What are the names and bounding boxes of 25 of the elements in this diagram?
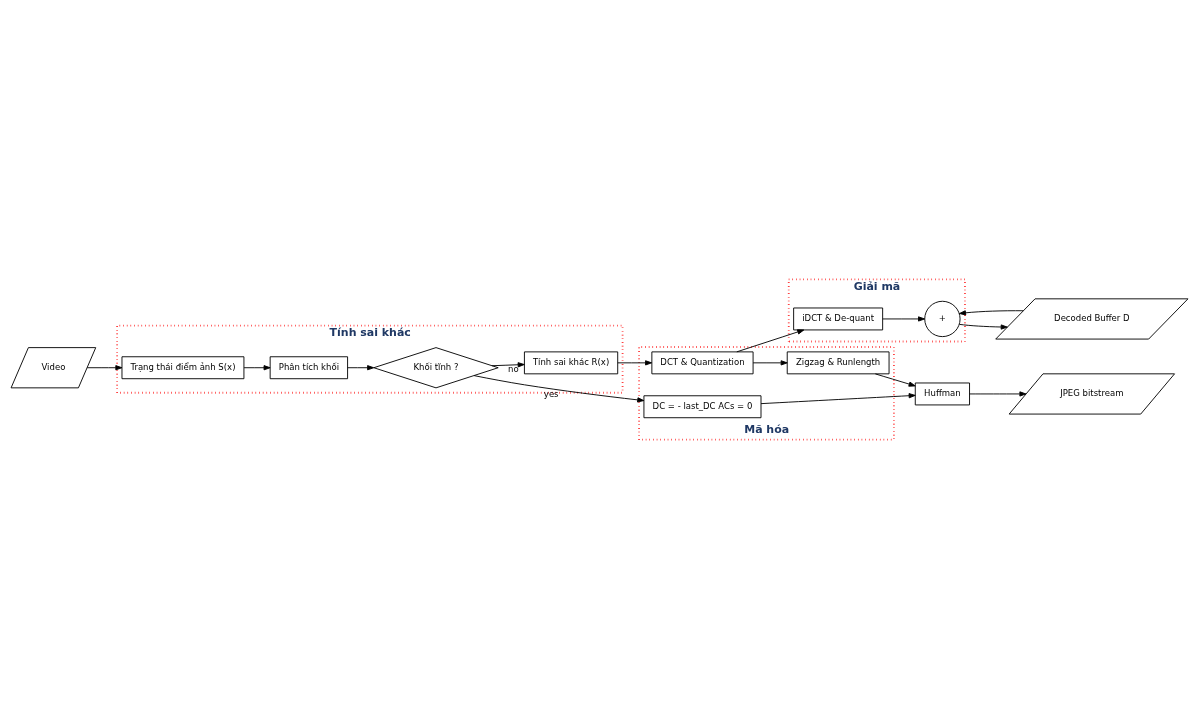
node-diamond: Khối tĩnh ? [373,347,499,389]
node-circle: + [924,300,961,338]
arrow [491,362,525,368]
arrow [882,316,926,322]
arrow [752,360,788,366]
node-box: iDCT & De-quant [793,307,884,331]
arrow [347,365,375,371]
arrow [473,375,645,403]
node-box: Tính sai khác R(x) [523,351,619,375]
node-box: Huffman [914,382,970,406]
arrow [617,360,653,366]
arrow [86,365,123,371]
node-box: Trạng thái điểm ảnh S(x) [121,356,245,380]
edge-label: no [508,363,519,374]
arrow [874,373,916,387]
arrow [959,310,1024,316]
node-box: Phân tích khối [269,356,349,380]
arrow [959,323,1008,330]
node-box: DC = - last_DC ACs = 0 [643,395,762,419]
arrow [760,393,916,405]
arrow [969,391,1027,397]
arrow [243,365,271,371]
node-box: Zigzag & Runlength [786,351,890,375]
arrow [736,329,805,353]
node-box: DCT & Quantization [651,351,754,375]
